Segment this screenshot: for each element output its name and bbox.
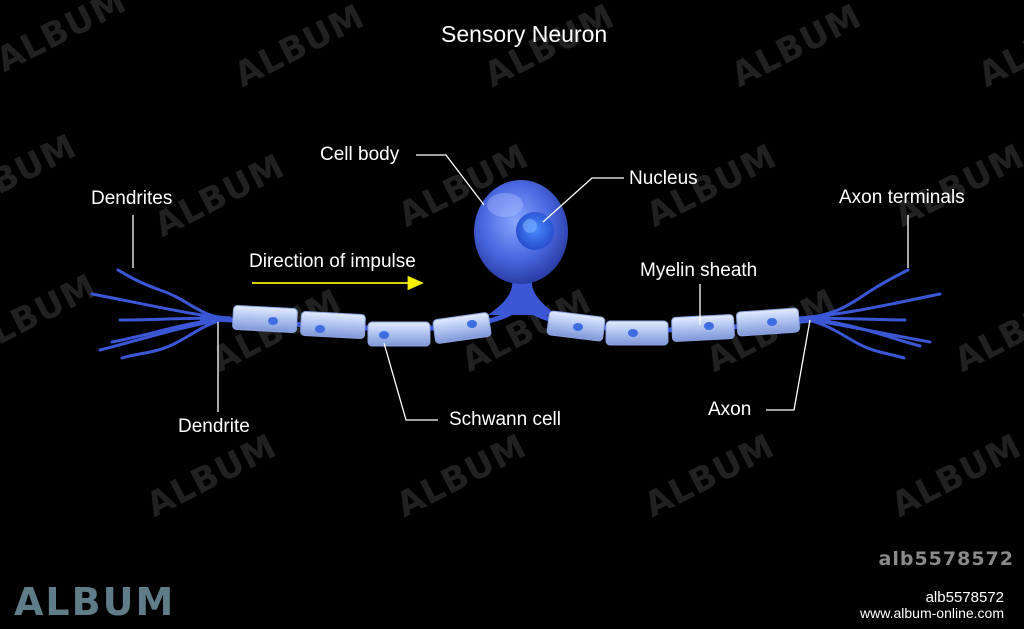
schwann-nuclei xyxy=(268,317,777,339)
axon-terminals-right xyxy=(798,268,942,360)
label-dendrite: Dendrite xyxy=(178,416,250,437)
label-nucleus: Nucleus xyxy=(629,168,698,189)
leader-axon xyxy=(766,319,811,411)
label-axon-terminals: Axon terminals xyxy=(839,187,965,208)
schwann-cell-segment xyxy=(300,311,366,339)
schwann-nucleus xyxy=(268,317,278,325)
leader-nucleus xyxy=(542,177,624,223)
label-cell-body: Cell body xyxy=(320,144,400,165)
schwann-nucleus xyxy=(573,323,583,331)
leader-schwann-cell xyxy=(383,342,438,421)
schwann-nucleus xyxy=(767,318,777,326)
label-schwann-cell: Schwann cell xyxy=(449,409,561,430)
label-axon: Axon xyxy=(708,399,752,420)
leader-lines xyxy=(132,154,909,421)
schwann-cell-segment xyxy=(232,305,298,333)
image-id: alb5578572 xyxy=(925,589,1004,606)
label-direction-of-impulse: Direction of impulse xyxy=(249,251,416,272)
schwann-cell-segment xyxy=(671,314,735,342)
schwann-nucleus xyxy=(467,320,477,328)
diagram-title: Sensory Neuron xyxy=(441,21,608,47)
image-id-large: alb5578572 xyxy=(878,548,1014,570)
schwann-nucleus xyxy=(315,325,325,333)
dendrites-left xyxy=(90,268,232,360)
schwann-cell-segment xyxy=(367,321,431,347)
nucleus-highlight xyxy=(523,219,537,233)
schwann-nucleus xyxy=(379,331,389,339)
site-url: www.album-online.com xyxy=(860,605,1004,621)
cell-body-highlight xyxy=(487,193,523,217)
schwann-nucleus xyxy=(628,329,638,337)
schwann-nucleus xyxy=(704,322,714,330)
cell-body-stalk xyxy=(488,278,556,315)
label-myelin-sheath: Myelin sheath xyxy=(640,260,758,281)
leader-cell-body xyxy=(416,154,485,206)
album-logo: ALBUM xyxy=(14,580,176,624)
schwann-cell-segment xyxy=(432,312,492,344)
label-dendrites: Dendrites xyxy=(91,188,173,209)
